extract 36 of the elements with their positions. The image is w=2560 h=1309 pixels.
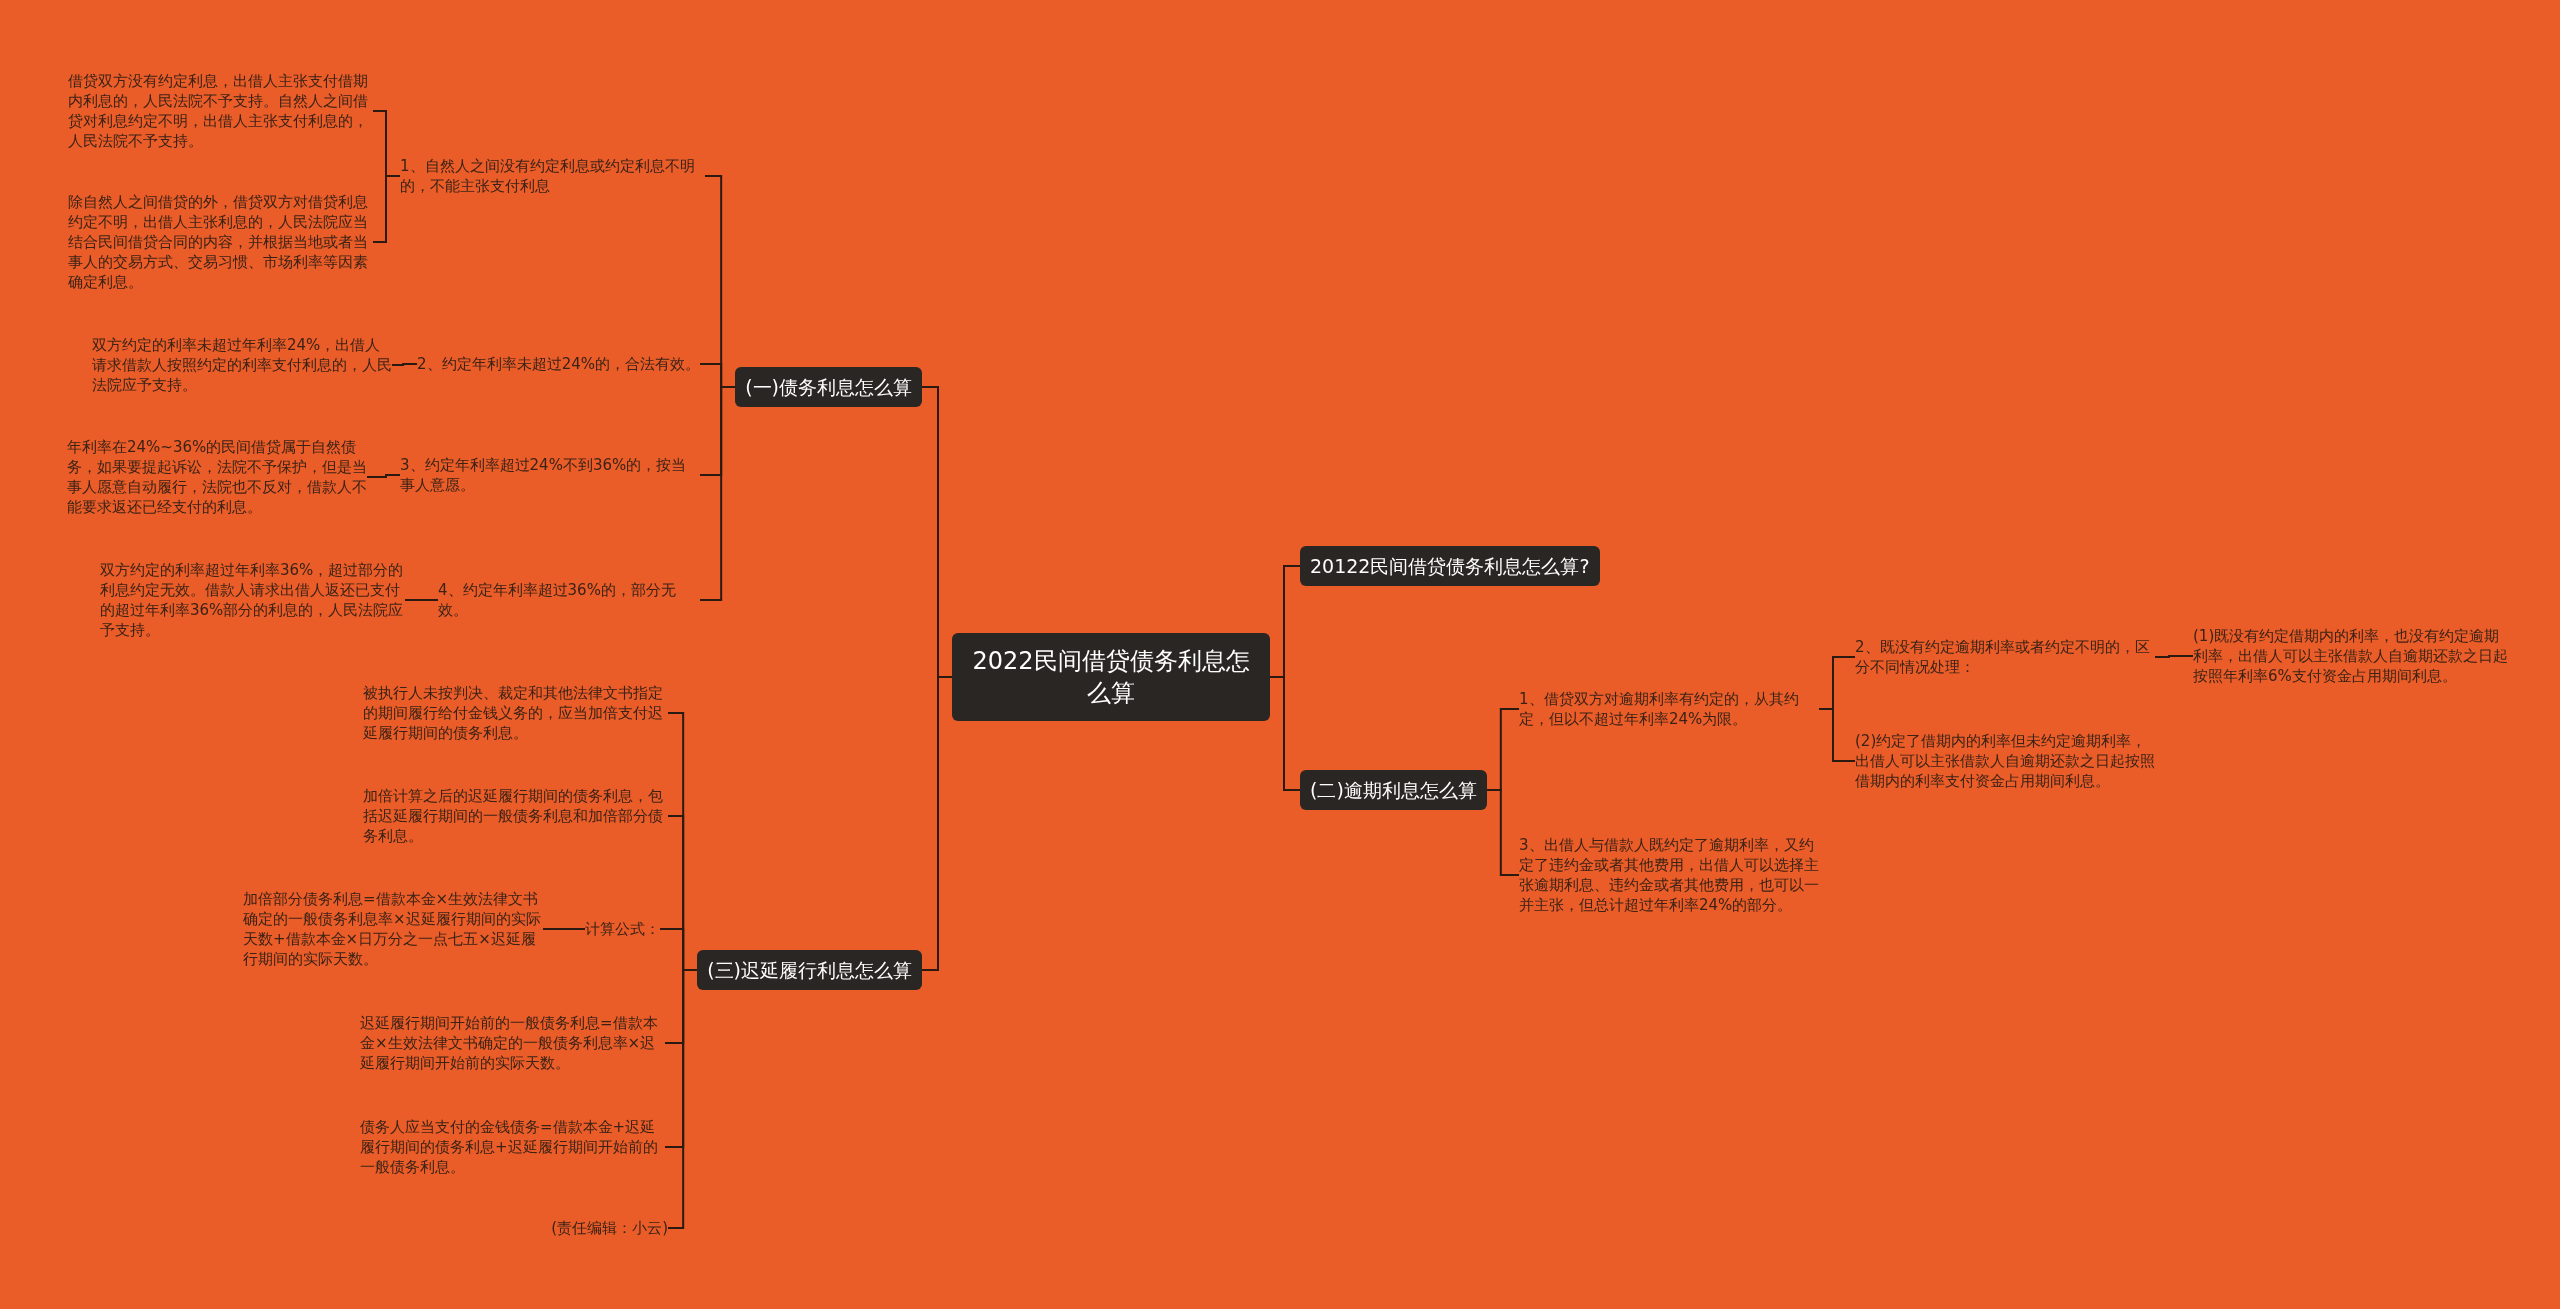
topic-text: 计算公式： <box>585 919 660 939</box>
connector-line <box>1818 708 1856 762</box>
connector-line <box>921 676 953 971</box>
branch-topic-box: (二)逾期利息怎么算 <box>1300 770 1487 810</box>
connector-line <box>1485 789 1520 876</box>
topic-text: 3、约定年利率超过24%不到36%的，按当事人意愿。 <box>400 455 700 495</box>
connector-line <box>667 969 699 1229</box>
connector-line <box>404 599 439 601</box>
topic-text: 1、自然人之间没有约定利息或约定利息不明的，不能主张支付利息 <box>400 156 705 196</box>
branch-topic-box: (三)迟延履行利息怎么算 <box>697 950 922 990</box>
connector-line <box>372 175 401 243</box>
connector-line <box>542 928 586 930</box>
topic-text: 双方约定的利率未超过年利率24%，出借人请求借款人按照约定的利率支付利息的，人民法院应予支持。 <box>92 335 392 395</box>
topic-text: 2、既没有约定逾期利率或者约定不明的，区分不同情况处理： <box>1855 637 2155 677</box>
topic-text: 债务人应当支付的金钱债务=借款本金+迟延履行期间的债务利息+迟延履行期间开始前的一般债务利息。 <box>360 1117 665 1177</box>
connector-line <box>366 474 401 478</box>
branch-topic-box: 20122民间借贷债务利息怎么算? <box>1300 546 1600 586</box>
topic-text: 3、出借人与借款人既约定了逾期利率，又约定了违约金或者其他费用，出借人可以选择主张逾期利息、违约金或者其他费用，也可以一并主张，但总计超过年利率24%的部分。 <box>1519 835 1824 915</box>
central-topic-box: 2022民间借贷债务利息怎么算 <box>952 633 1270 721</box>
topic-text: 除自然人之间借贷的外，借贷双方对借贷利息约定不明，出借人主张利息的，人民法院应当结合民间借贷合同的内容，并根据当地或者当事人的交易方式、交易习惯、市场利率等因素确定利息。 <box>68 192 373 292</box>
connector-line <box>391 363 419 366</box>
topic-text: (1)既没有约定借期内的利率，也没有约定逾期利率，出借人可以主张借款人自逾期还款之日起按照年利率6%支付资金占用期间利息。 <box>2193 626 2508 686</box>
connector-line <box>2154 655 2194 658</box>
topic-text: 加倍部分债务利息=借款本金×生效法律文书确定的一般债务利息率×迟延履行期间的实际天数+借款本金×日万分之一点七五×迟延履行期间的实际天数。 <box>243 889 543 969</box>
topic-text: (2)约定了借期内的利率但未约定逾期利率，出借人可以主张借款人自逾期还款之日起按照借期内的利率支付资金占用期间利息。 <box>1855 731 2160 791</box>
topic-text: (责任编辑：小云) <box>551 1218 668 1238</box>
topic-text: 加倍计算之后的迟延履行期间的债务利息，包括迟延履行期间的一般债务利息和加倍部分债务利息。 <box>363 786 668 846</box>
topic-text: 1、借贷双方对逾期利率有约定的，从其约定，但以不超过年利率24%为限。 <box>1519 689 1819 729</box>
topic-text: 借贷双方没有约定利息，出借人主张支付借期内利息的，人民法院不予支持。自然人之间借贷对利息约定不明，出借人主张支付利息的，人民法院不予支持。 <box>68 71 373 151</box>
branch-topic-box: (一)债务利息怎么算 <box>735 367 922 407</box>
topic-text: 被执行人未按判决、裁定和其他法律文书指定的期间履行给付金钱义务的，应当加倍支付迟延履行期间的债务利息。 <box>363 683 668 743</box>
topic-text: 年利率在24%~36%的民间借贷属于自然债务，如果要提起诉讼，法院不予保护，但是当事人愿意自动履行，法院也不反对，借款人不能要求返还已经支付的利息。 <box>67 437 367 517</box>
topic-text: 双方约定的利率超过年利率36%，超过部分的利息约定无效。借款人请求出借人返还已支付的超过年利率36%部分的利息的，人民法院应予支持。 <box>100 560 405 640</box>
topic-text: 2、约定年利率未超过24%的，合法有效。 <box>417 354 700 374</box>
topic-text: 4、约定年利率超过36%的，部分无效。 <box>438 580 700 620</box>
topic-text: 迟延履行期间开始前的一般债务利息=借款本金×生效法律文书确定的一般债务利息率×迟延履行期间开始前的实际天数。 <box>360 1013 665 1073</box>
